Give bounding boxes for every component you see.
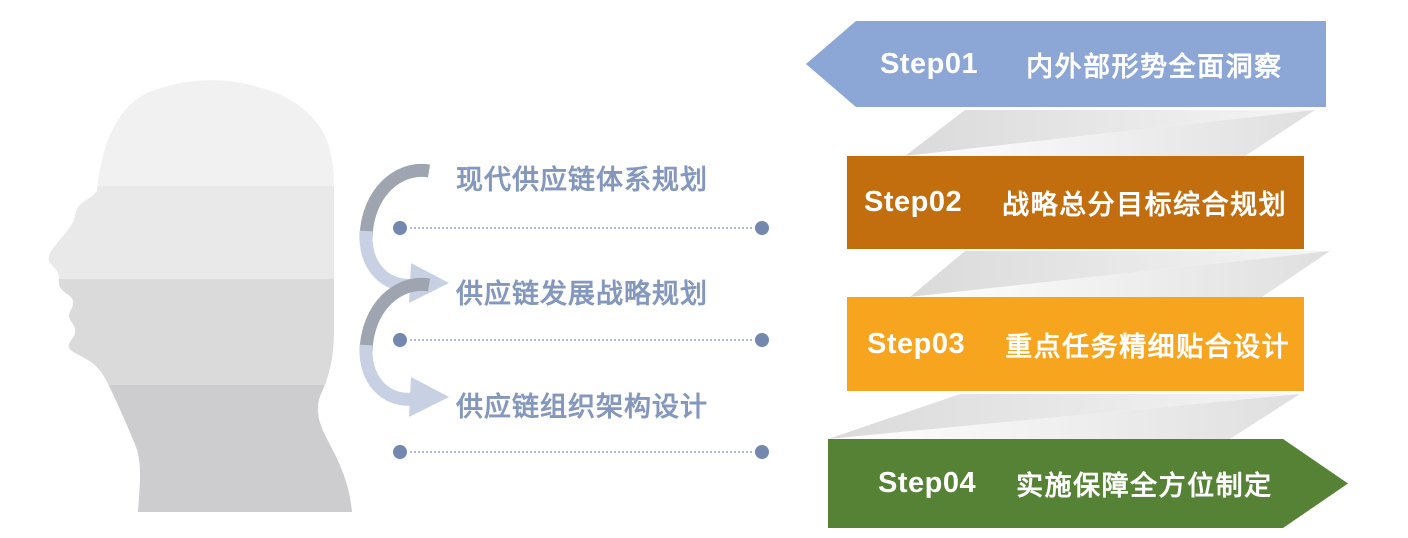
connector-dot	[393, 445, 407, 459]
step-banner-3: Step03 重点任务精细贴合设计	[847, 297, 1304, 391]
step-title: 战略总分目标综合规划	[1002, 190, 1288, 220]
step-banner-1: Step01 内外部形势全面洞察	[806, 21, 1326, 107]
connector-dot	[755, 333, 769, 347]
dotted-connector	[393, 445, 769, 459]
step-label: Step01	[880, 47, 979, 80]
planning-item-title: 现代供应链体系规划	[456, 165, 708, 195]
step-title: 重点任务精细贴合设计	[1005, 331, 1291, 362]
dotted-connector	[393, 333, 769, 347]
connector-dashed-line	[410, 451, 752, 453]
planning-item-title: 供应链组织架构设计	[456, 392, 708, 422]
connector-dot	[755, 445, 769, 459]
connector-dashed-line	[410, 227, 752, 229]
step-banner-4: Step04 实施保障全方位制定	[828, 439, 1348, 528]
connector-dot	[755, 221, 769, 235]
ribbon-fold-decoration	[905, 110, 1315, 156]
step-label: Step03	[867, 327, 966, 360]
step-title: 内外部形势全面洞察	[1026, 51, 1283, 82]
step-banner-2: Step02 战略总分目标综合规划	[847, 156, 1304, 249]
connector-dot	[393, 333, 407, 347]
ribbon-fold-decoration	[828, 394, 1300, 439]
step-label: Step02	[864, 186, 963, 218]
connector-dot	[393, 221, 407, 235]
dotted-connector	[393, 221, 769, 235]
connector-dashed-line	[410, 339, 752, 341]
curved-arrow-icon	[359, 277, 449, 417]
planning-item-title: 供应链发展战略规划	[456, 279, 708, 309]
head-profile-silhouette-icon	[48, 80, 352, 512]
step-label: Step04	[878, 467, 977, 499]
ribbon-fold-decoration	[910, 251, 1330, 297]
step-title: 实施保障全方位制定	[1016, 471, 1273, 501]
